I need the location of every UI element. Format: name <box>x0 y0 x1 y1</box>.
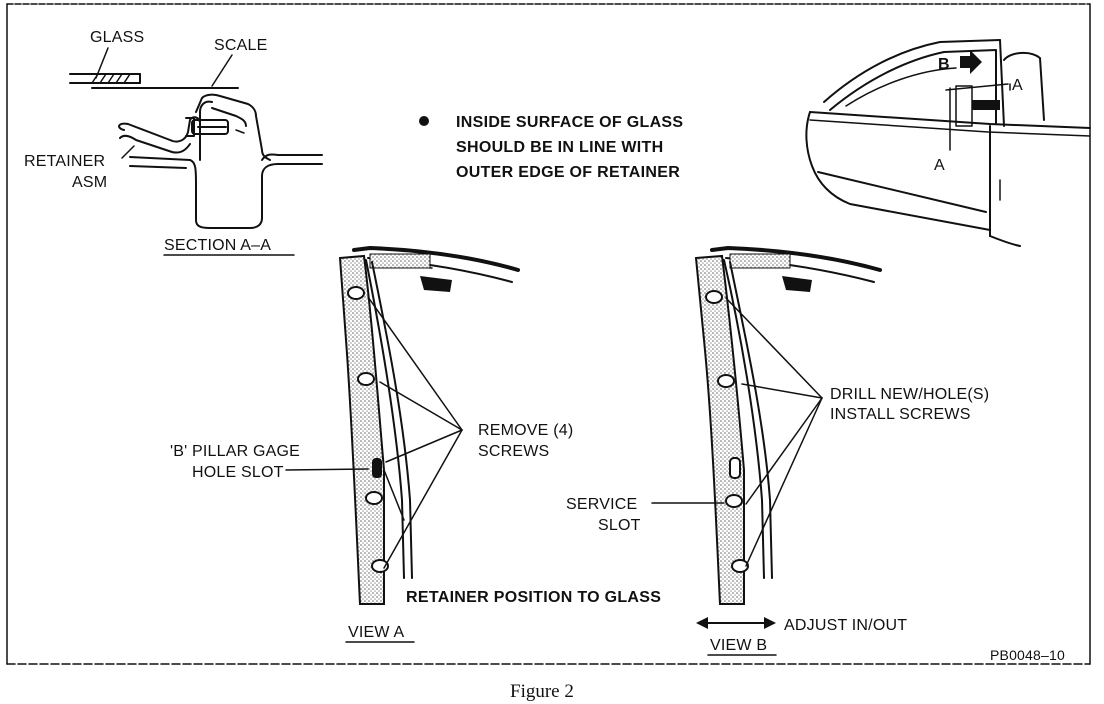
car-b-label: B <box>938 56 950 73</box>
note-bullet <box>419 116 429 126</box>
drill-line-1: DRILL NEW/HOLE(S) <box>830 386 989 403</box>
view-a-screw-hole-2 <box>357 372 375 386</box>
car-sketch <box>805 39 1091 247</box>
glass-leader <box>95 47 109 79</box>
view-b-screw-hole-3 <box>725 494 743 508</box>
view-a-drawing <box>285 246 520 605</box>
view-a-label: VIEW A <box>348 624 404 641</box>
car-a-bottom-label: A <box>934 157 945 174</box>
view-b-screw-hole-2 <box>717 374 735 388</box>
glass-piece <box>69 73 141 84</box>
view-b-top-rail <box>729 253 791 269</box>
section-fastener <box>191 119 229 135</box>
view-b-screw-hole-1 <box>705 290 723 304</box>
view-b-screw-hole-4 <box>731 559 749 573</box>
view-a-leaders <box>285 296 463 569</box>
car-retainer-mark <box>972 100 1000 110</box>
figure-caption: Figure 2 <box>510 681 574 702</box>
figure-border <box>6 3 1091 665</box>
remove-screws-line-2: SCREWS <box>478 443 549 460</box>
pillar-gage-line-1: 'B' PILLAR GAGE <box>170 443 300 460</box>
section-a-a-drawing <box>69 47 323 229</box>
asm-label: ASM <box>72 174 107 191</box>
view-a-pillar <box>338 254 385 605</box>
service-slot-line-1: SERVICE <box>566 496 637 513</box>
view-a-screw-hole-1 <box>347 286 365 300</box>
section-title: SECTION A–A <box>164 237 271 254</box>
view-a-screw-hole-4 <box>371 559 389 573</box>
retainer-label: RETAINER <box>24 153 105 170</box>
car-a-top-label: A <box>1012 77 1023 94</box>
glass-label: GLASS <box>90 29 144 46</box>
car-b-arrow <box>960 50 982 74</box>
view-b-gage-slot <box>729 457 741 479</box>
retainer-position-label: RETAINER POSITION TO GLASS <box>406 589 661 606</box>
retainer-leader <box>121 145 135 159</box>
note-line-1: INSIDE SURFACE OF GLASS <box>456 114 683 131</box>
scale-label: SCALE <box>214 37 267 54</box>
part-number: PB0048–10 <box>990 647 1065 663</box>
pillar-gage-line-2: HOLE SLOT <box>192 464 284 481</box>
scale-leader <box>211 54 233 87</box>
note-line-2: SHOULD BE IN LINE WITH <box>456 139 663 156</box>
service-slot-line-2: SLOT <box>598 517 641 534</box>
view-b-drawing <box>651 246 882 629</box>
adjust-label: ADJUST IN/OUT <box>784 617 907 634</box>
view-b-top-block <box>782 276 812 292</box>
note-line-3: OUTER EDGE OF RETAINER <box>456 164 680 181</box>
view-b-pillar <box>694 254 745 605</box>
view-a-gage-slot <box>372 458 382 478</box>
view-b-leaders <box>651 297 823 567</box>
view-a-screw-hole-3 <box>365 491 383 505</box>
view-b-label: VIEW B <box>710 637 767 654</box>
remove-screws-line-1: REMOVE (4) <box>478 422 573 439</box>
view-a-top-block <box>420 276 452 292</box>
drill-line-2: INSTALL SCREWS <box>830 406 971 423</box>
view-a-top-rail <box>369 253 431 269</box>
adjust-double-arrow <box>696 617 776 629</box>
